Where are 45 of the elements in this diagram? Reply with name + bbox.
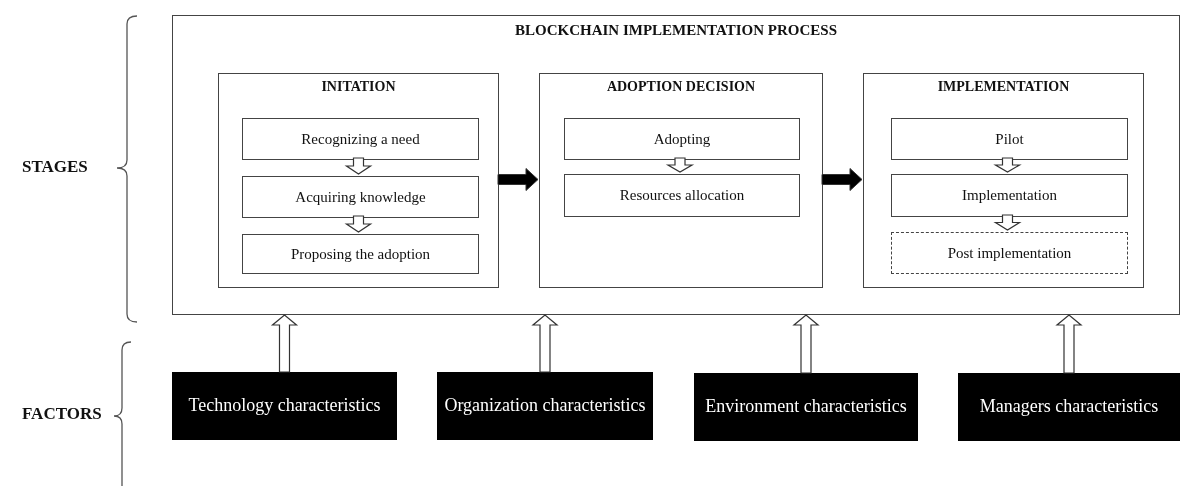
- step-label: Recognizing a need: [301, 130, 420, 148]
- factor-label: Organization characteristics: [444, 395, 646, 417]
- arrow: [821, 168, 863, 191]
- arrow: [344, 215, 373, 233]
- step-box: [891, 118, 1128, 160]
- arrow: [665, 157, 695, 173]
- step-box: [242, 234, 479, 274]
- factor-label: Environment characteristics: [705, 396, 907, 418]
- stage-box: [218, 73, 499, 288]
- arrow: [270, 314, 299, 373]
- arrow: [1055, 314, 1083, 374]
- arrow: [531, 314, 559, 373]
- step-box: [564, 118, 800, 160]
- arrow: [344, 157, 373, 175]
- arrow: [792, 314, 820, 374]
- step-label: Acquiring knowledge: [295, 188, 426, 206]
- step-label: Pilot: [995, 130, 1024, 148]
- arrow: [993, 214, 1022, 231]
- step-label: Resources allocation: [619, 187, 745, 204]
- factor-box: [694, 373, 918, 441]
- step-label: Post implementation: [947, 244, 1072, 262]
- factor-label: Technology characteristics: [188, 395, 381, 417]
- section-label: FACTORS: [22, 404, 102, 424]
- factor-label: Managers characteristics: [979, 396, 1159, 418]
- stage-heading: ADOPTION DECISION: [605, 79, 757, 95]
- step-label: Proposing the adoption: [290, 245, 431, 263]
- step-box: [242, 176, 479, 218]
- section-label: STAGES: [22, 157, 88, 177]
- step-box: [891, 232, 1128, 274]
- step-box: [242, 118, 479, 160]
- arrow: [497, 168, 539, 191]
- stage-box: [863, 73, 1144, 288]
- step-label: Implementation: [962, 187, 1057, 204]
- diagram-heading: BLOCKCHAIN IMPLEMENTATION PROCESS: [514, 22, 838, 39]
- factor-box: [437, 372, 653, 440]
- step-label: Adopting: [653, 130, 711, 148]
- factor-box: [958, 373, 1180, 441]
- stage-heading: IMPLEMENTATION: [936, 79, 1071, 95]
- step-box: [891, 174, 1128, 217]
- step-box: [564, 174, 800, 217]
- stage-heading: INITATION: [320, 79, 397, 95]
- factor-box: [172, 372, 397, 440]
- arrow: [993, 157, 1022, 173]
- process-frame: [172, 15, 1180, 315]
- stage-box: [539, 73, 823, 288]
